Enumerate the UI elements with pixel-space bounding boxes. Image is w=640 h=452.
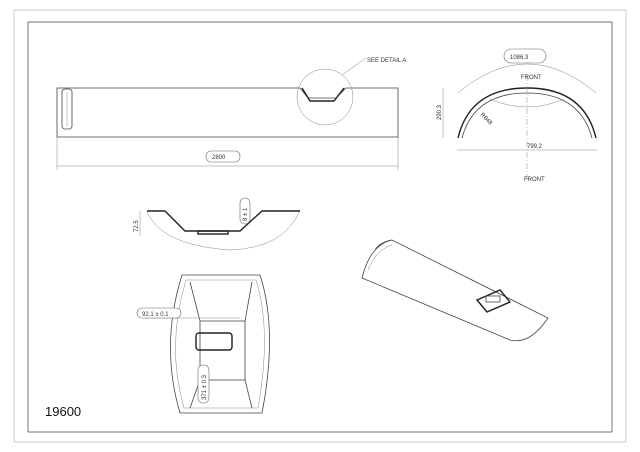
part-number: 19600 [45, 404, 82, 419]
plan-view: 92.1 ± 0.1 371 ± 0.3 [136, 274, 270, 414]
detail-a-view: 72.5 8 ± 1 [134, 197, 301, 251]
drawing-frame [27, 21, 613, 433]
front-label: FRONT [524, 177, 545, 183]
detail-circle [296, 68, 354, 126]
plan-length-dimension: 371 ± 0.3 [202, 374, 208, 400]
arc-length-dimension: 1086.3 [510, 55, 529, 61]
width-dimension: 799.2 [527, 144, 543, 150]
length-dimension: 2800 [212, 155, 226, 161]
depth-dimension: 72.5 [134, 220, 140, 232]
side-view: SEE DETAIL A 2800 [56, 57, 406, 170]
front-label: FRONT [521, 75, 542, 81]
detail-callout: SEE DETAIL A [367, 58, 406, 64]
sheet-border [13, 9, 627, 443]
plan-width-dimension: 92.1 ± 0.1 [142, 312, 169, 318]
thickness-dimension: 8 ± 1 [243, 207, 249, 221]
radius-dimension: R848 [479, 112, 494, 127]
front-view: 1086.3 FRONT FRONT 799.2 R848 290.3 [437, 48, 597, 183]
height-dimension: 290.3 [437, 104, 443, 120]
isometric-view [361, 239, 549, 342]
